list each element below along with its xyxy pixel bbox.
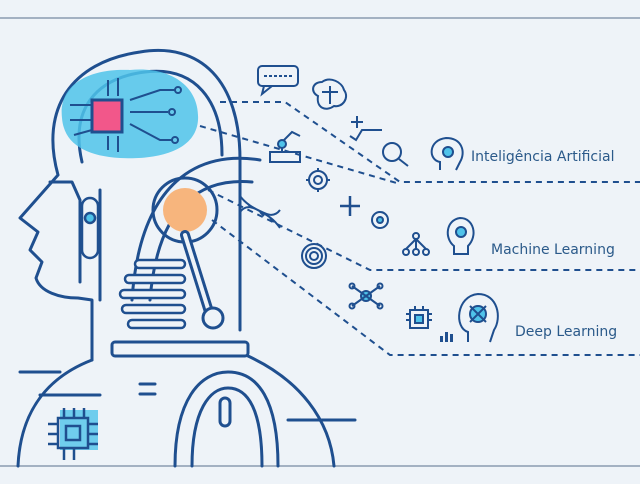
brain-circuit (70, 78, 182, 152)
body-outline (16, 354, 336, 468)
magnifier-icon (382, 142, 409, 167)
square-root-icon (349, 129, 382, 142)
gear-icon (306, 168, 330, 192)
neck-plate (110, 340, 250, 358)
label-machine-learning: Machine Learning (491, 242, 615, 258)
jaw-rod-inner (183, 233, 212, 317)
head-outline (18, 49, 242, 362)
face-contour (48, 180, 82, 284)
side-panel-icon (80, 196, 100, 260)
brain-shape (61, 69, 199, 159)
chat-bubble-icon (257, 65, 299, 97)
connector-ai-top (220, 101, 640, 183)
head-gear-icon (430, 136, 464, 171)
fingerprint-icon (301, 243, 327, 269)
label-deep-learning: Deep Learning (515, 324, 618, 340)
torso-arc-inner (190, 386, 264, 468)
plus-icon (351, 116, 363, 128)
torso-arc (173, 370, 280, 468)
plus-icon (340, 196, 360, 216)
connector-ml (207, 189, 640, 271)
eye-core (163, 188, 207, 232)
label-inteligencia-artificial: Inteligência Artificial (471, 149, 615, 165)
network-tree-icon (402, 232, 430, 256)
jaw-joint (201, 306, 225, 330)
robot-arm-icon (269, 130, 301, 163)
brain-chip (90, 98, 124, 134)
head-circuit-icon (458, 292, 499, 343)
body-chip (48, 408, 98, 460)
brain-icon (312, 78, 348, 110)
connector-dl (211, 219, 640, 356)
lightbulb-gear-icon (446, 216, 475, 255)
dna-icon (239, 195, 281, 229)
neck-vents (118, 258, 187, 330)
bar-chart-icon (440, 332, 453, 342)
shoulder-line (18, 370, 102, 397)
cog-ring-icon (371, 211, 389, 229)
chip-icon (406, 306, 432, 329)
network-hub-icon (348, 282, 384, 310)
torso-button (218, 396, 232, 428)
